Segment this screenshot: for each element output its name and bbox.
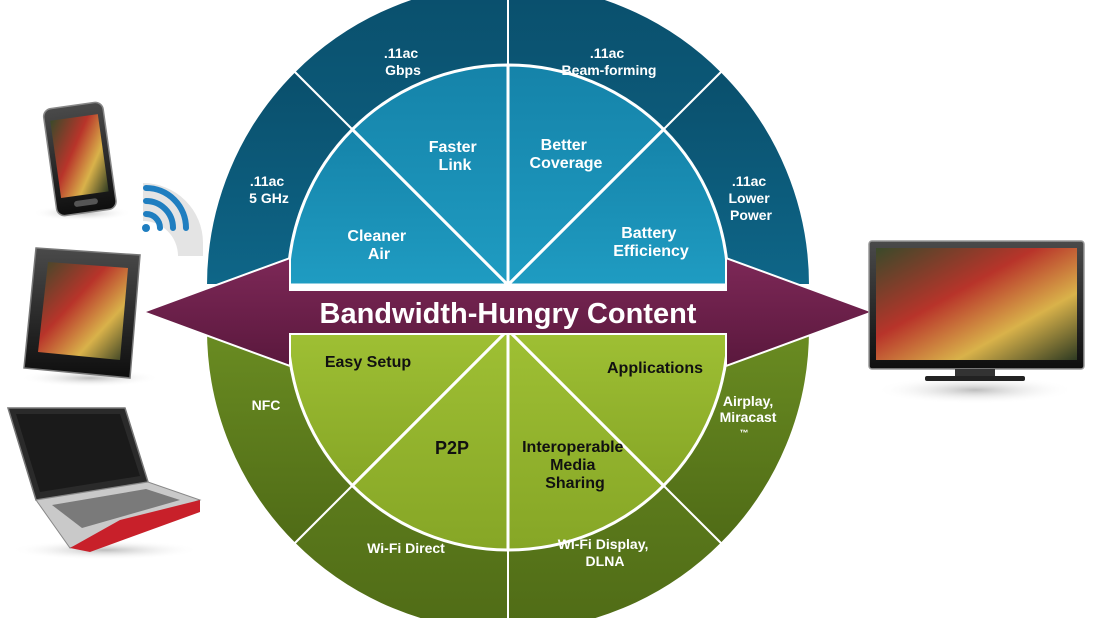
bottom-inner-label-1: Easy Setup xyxy=(325,354,411,371)
wifi-signal-icon xyxy=(142,183,203,256)
bottom-outer-label-2: Wi-Fi Direct xyxy=(367,540,445,556)
bottom-inner-segment-3 xyxy=(506,326,666,552)
top-outer-label-3: .11ac Beam-forming xyxy=(562,45,657,78)
top-inner-segment-3 xyxy=(506,63,666,289)
laptop-icon xyxy=(6,407,202,560)
bottom-outer-label-1: NFC xyxy=(252,397,281,413)
bottom-outer-label-3: Wi-Fi Display, DLNA xyxy=(558,536,653,569)
bottom-inner-label-3: Interoperable Media Sharing xyxy=(522,439,628,492)
top-inner-label-3: Better Coverage xyxy=(530,137,603,172)
bottom-inner-label-2: P2P xyxy=(435,438,469,458)
television-icon xyxy=(868,240,1085,404)
top-outer-label-1: .11ac 5 GHz xyxy=(249,173,289,206)
tablet-icon xyxy=(20,247,160,387)
top-inner-label-1: Cleaner Air xyxy=(347,228,410,263)
top-inner-label-2: Faster Link xyxy=(429,139,481,174)
center-banner-text: Bandwidth-Hungry Content xyxy=(320,298,697,330)
top-inner-ring xyxy=(286,63,730,289)
bottom-inner-segment-2 xyxy=(350,326,510,552)
top-inner-segment-2 xyxy=(350,63,510,289)
bottom-outer-label-4: Airplay, Miracast ™ xyxy=(720,393,781,438)
top-outer-label-2: .11ac Gbps xyxy=(384,45,422,78)
bottom-inner-label-4: Applications xyxy=(607,360,703,377)
smartphone-icon xyxy=(32,101,132,221)
top-inner-label-4: Battery Efficiency xyxy=(613,225,689,260)
top-outer-label-4: .11ac Lower Power xyxy=(728,173,773,223)
bottom-inner-ring xyxy=(286,326,730,552)
